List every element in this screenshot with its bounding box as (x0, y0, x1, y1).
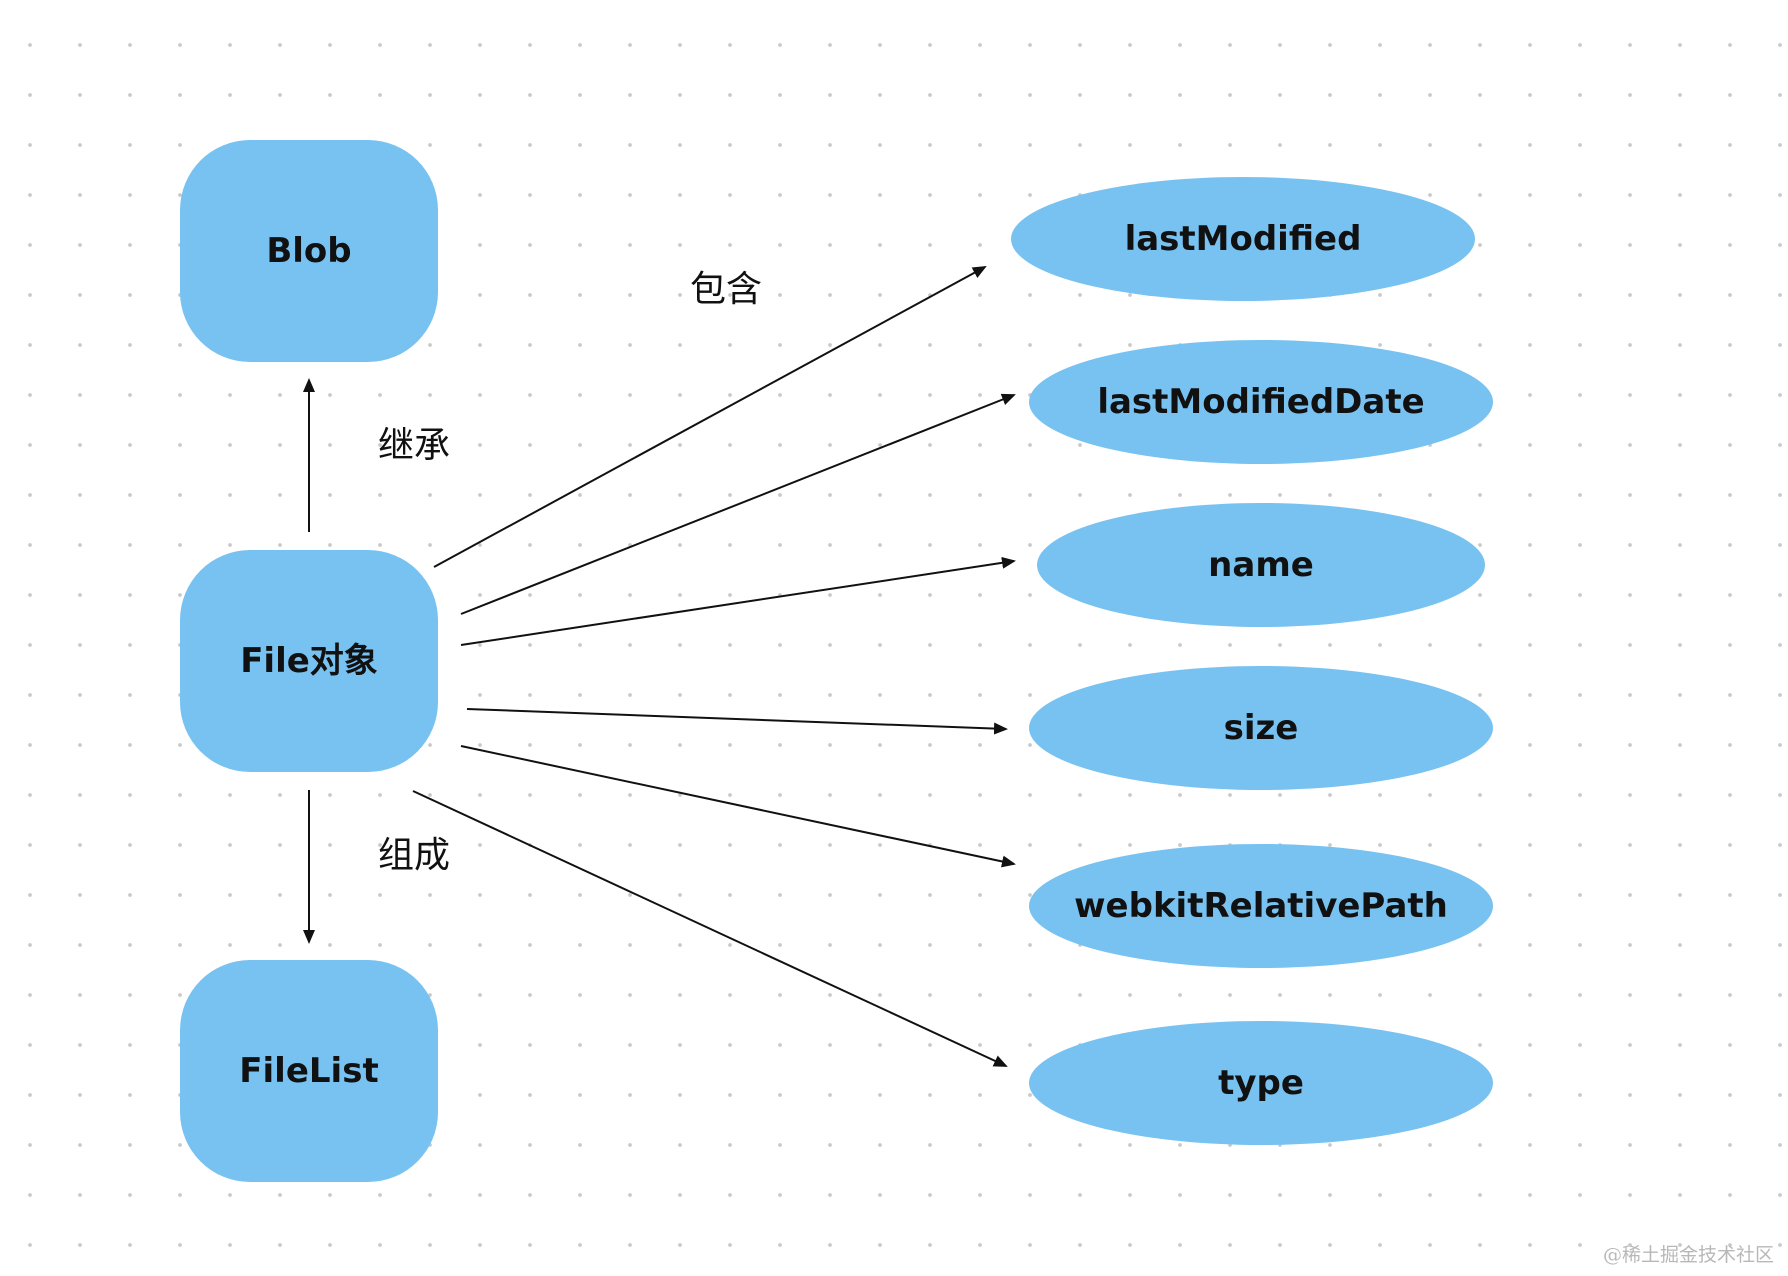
property-label: lastModified (1125, 219, 1362, 259)
arrow-to-size (466, 708, 1008, 735)
property-label: name (1208, 545, 1314, 585)
watermark-text: @稀土掘金技术社区 (1603, 1244, 1774, 1266)
property-webkitRelativePath[interactable]: webkitRelativePath (1029, 844, 1493, 968)
filelist-node[interactable]: FileList (180, 960, 438, 1182)
blob-node[interactable]: Blob (180, 140, 438, 362)
filelist-node-label: FileList (239, 1051, 378, 1091)
arrow-to-lastModified (433, 266, 987, 568)
arrow-to-lastModifiedDate (460, 393, 1016, 615)
file-node-label: File对象 (240, 641, 378, 681)
blob-node-label: Blob (266, 231, 351, 271)
property-label: size (1224, 708, 1299, 748)
arrow-to-name (460, 556, 1016, 646)
property-name[interactable]: name (1037, 503, 1485, 627)
arrow-to-webkitRelativePath (460, 745, 1016, 868)
arrow-to-type (412, 790, 1008, 1067)
property-label: webkitRelativePath (1074, 886, 1448, 926)
property-label: type (1218, 1063, 1304, 1103)
property-lastModified[interactable]: lastModified (1011, 177, 1475, 301)
inherits-label: 继承 (378, 425, 450, 466)
property-size[interactable]: size (1029, 666, 1493, 790)
file-node[interactable]: File对象 (180, 550, 438, 772)
property-label: lastModifiedDate (1097, 382, 1424, 422)
property-type[interactable]: type (1029, 1021, 1493, 1145)
property-lastModifiedDate[interactable]: lastModifiedDate (1029, 340, 1493, 464)
contains-label: 包含 (690, 269, 762, 310)
composes-label: 组成 (378, 835, 450, 876)
